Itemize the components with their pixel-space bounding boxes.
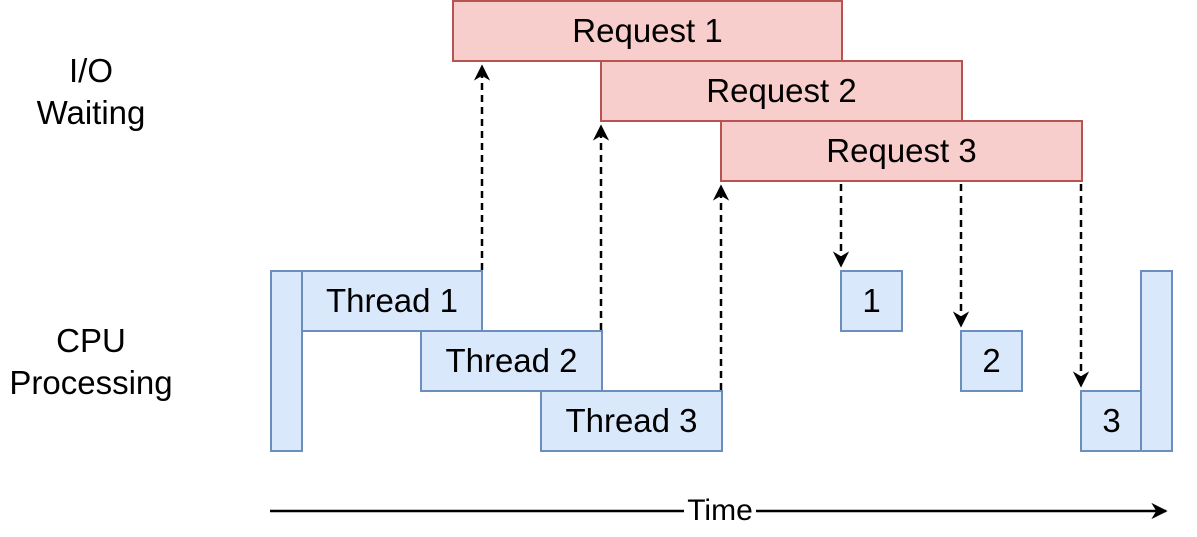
request-2-label: Request 2 — [706, 72, 857, 109]
cpu-start-bar — [270, 270, 303, 452]
thread-2-label: Thread 2 — [445, 342, 578, 379]
completion-2-label: 2 — [982, 342, 1001, 379]
thread-3-label: Thread 3 — [565, 402, 698, 439]
request-3-box: Request 3 — [720, 120, 1083, 182]
io-waiting-label: I/O Waiting — [36, 52, 146, 131]
completion-1-box: 1 — [840, 270, 903, 332]
request-1-label: Request 1 — [572, 12, 723, 49]
time-axis-label: Time — [684, 492, 756, 530]
completion-2-box: 2 — [960, 330, 1023, 392]
cpu-processing-label: CPU Processing — [9, 322, 173, 401]
thread-1-box: Thread 1 — [301, 270, 483, 332]
thread-1-label: Thread 1 — [325, 282, 459, 319]
completion-3-label: 3 — [1102, 402, 1121, 439]
thread-3-box: Thread 3 — [540, 390, 723, 452]
request-1-box: Request 1 — [452, 0, 843, 62]
thread-2-box: Thread 2 — [420, 330, 603, 392]
completion-1-label: 1 — [862, 282, 881, 319]
cpu-end-bar — [1140, 270, 1173, 452]
completion-3-box: 3 — [1080, 390, 1143, 452]
request-3-label: Request 3 — [826, 132, 977, 169]
